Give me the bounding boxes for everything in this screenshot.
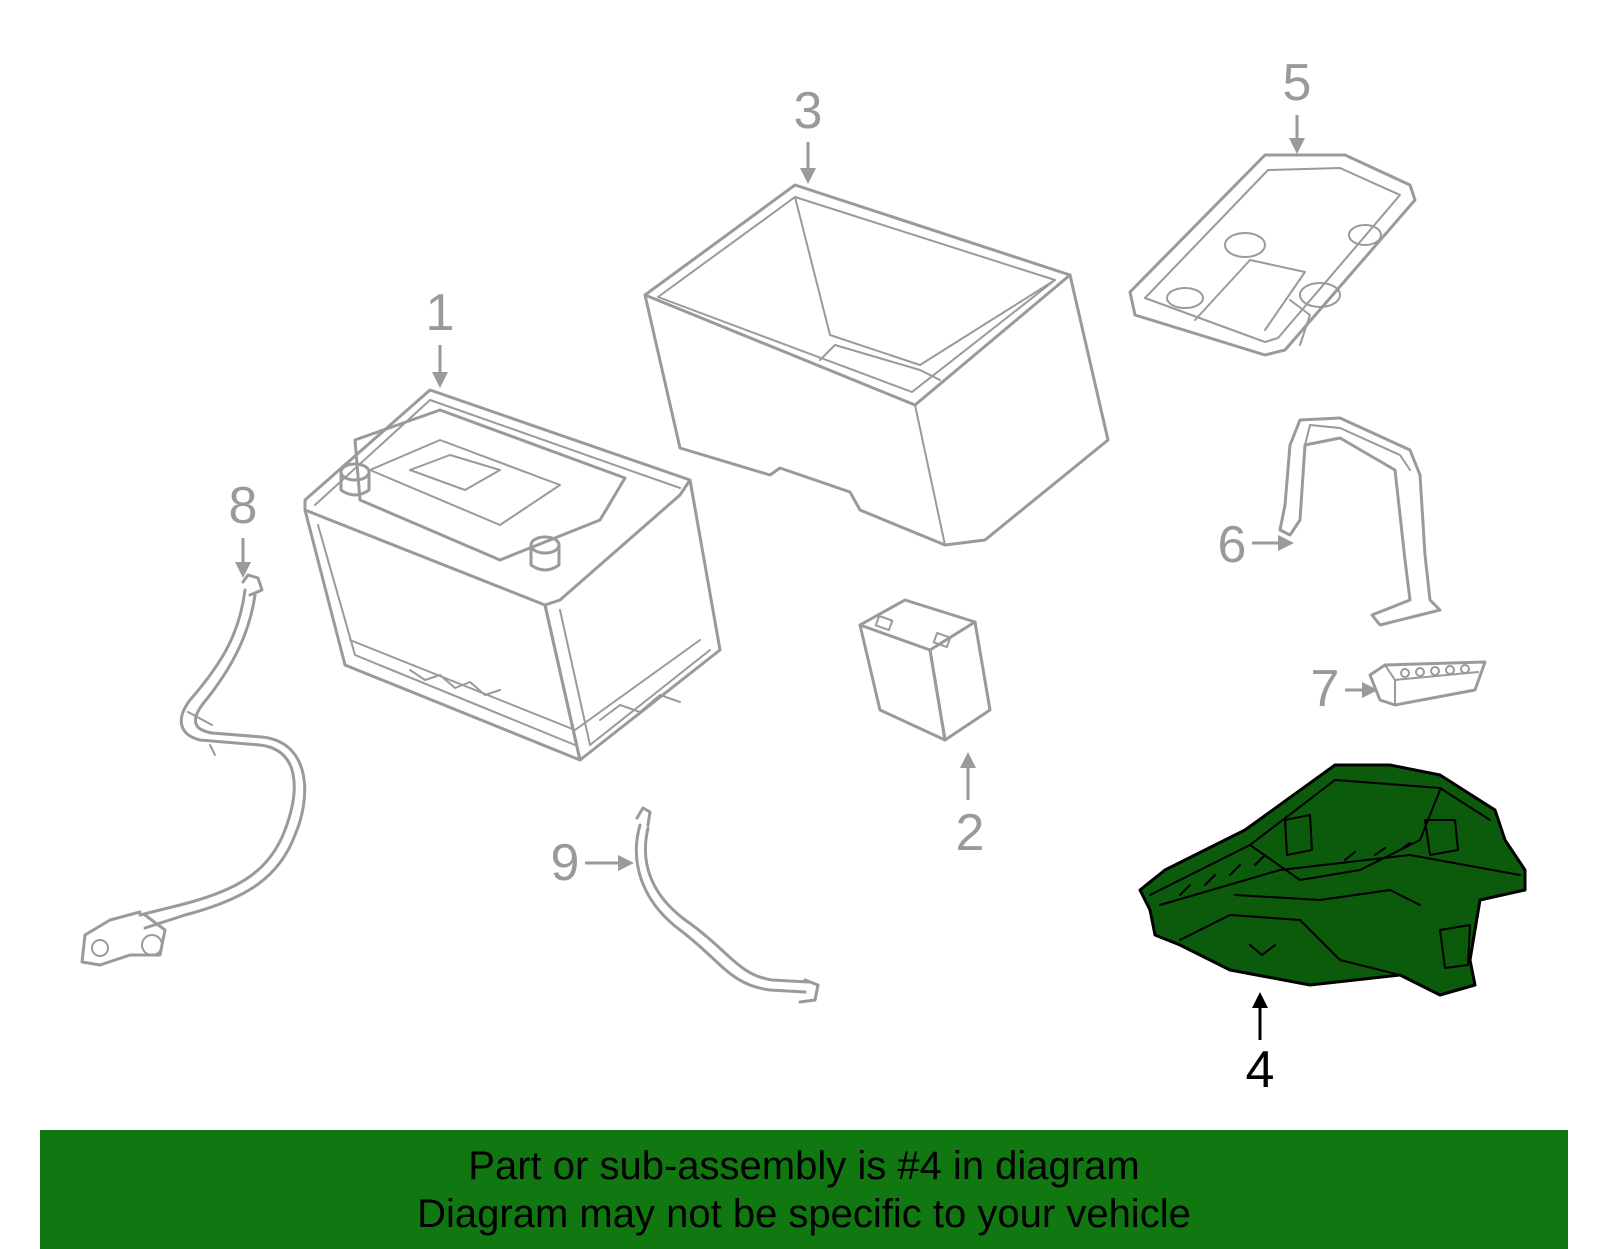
callout-1: 1 [426,284,455,388]
svg-text:9: 9 [551,834,580,892]
banner-line-2: Diagram may not be specific to your vehi… [417,1191,1191,1236]
svg-text:6: 6 [1218,516,1247,574]
callout-6: 6 [1218,516,1294,574]
svg-text:2: 2 [956,804,985,862]
part-3-battery-box[interactable] [643,183,1110,547]
callout-7: 7 [1311,660,1378,718]
svg-text:5: 5 [1283,54,1312,112]
callout-5: 5 [1283,54,1312,154]
svg-text:3: 3 [794,82,823,140]
part-7-insulator[interactable] [1368,660,1487,707]
part-9-negative-cable[interactable] [634,806,820,1004]
banner-line-1: Part or sub-assembly is #4 in diagram [468,1143,1140,1188]
svg-text:1: 1 [426,284,455,342]
svg-text:8: 8 [229,477,258,535]
info-banner: Part or sub-assembly is #4 in diagram Di… [40,1130,1568,1249]
svg-text:4: 4 [1246,1041,1275,1099]
part-6-hold-down-bracket[interactable] [1278,416,1442,627]
svg-text:7: 7 [1311,660,1340,718]
part-8-positive-cable[interactable] [80,573,307,967]
callout-3: 3 [794,82,823,184]
part-1-battery[interactable] [303,388,722,762]
part-2-auxiliary-battery[interactable] [858,598,992,742]
part-5-battery-cover[interactable] [1128,153,1417,357]
callout-8: 8 [229,477,258,578]
callout-4: 4 [1246,992,1275,1099]
callout-9: 9 [551,834,634,892]
part-4-battery-tray[interactable] [1138,763,1527,997]
callout-2: 2 [956,752,985,862]
